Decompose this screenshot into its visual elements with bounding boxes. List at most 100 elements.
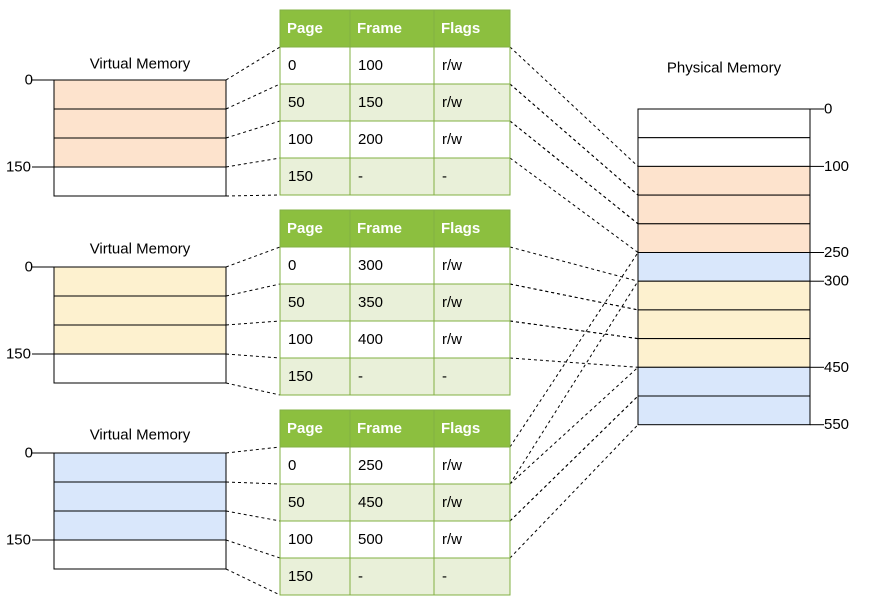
table-cell: 400 bbox=[358, 331, 383, 348]
table-cell: r/w bbox=[442, 131, 462, 148]
table-cell: 50 bbox=[288, 294, 305, 311]
table-header-flags: Flags bbox=[441, 220, 480, 237]
table-cell: 200 bbox=[358, 131, 383, 148]
table-row bbox=[279, 520, 511, 559]
physical-frame bbox=[637, 280, 811, 311]
connector-line bbox=[509, 46, 639, 167]
virtual-tick-label: 0 bbox=[25, 72, 33, 89]
connector-line bbox=[509, 120, 639, 225]
table-row bbox=[279, 446, 511, 485]
connector-line bbox=[509, 424, 639, 559]
table-row bbox=[279, 46, 511, 85]
virtual-page bbox=[53, 295, 227, 326]
connector-line bbox=[225, 283, 281, 297]
table-cell: 250 bbox=[358, 457, 383, 474]
connector-line bbox=[225, 353, 281, 359]
physical-frame bbox=[637, 194, 811, 225]
table-row bbox=[279, 320, 511, 359]
table-cell: 150 bbox=[358, 94, 383, 111]
table-header bbox=[279, 9, 511, 48]
table-cell: - bbox=[442, 168, 447, 185]
connector-line bbox=[509, 280, 639, 485]
table-cell: 50 bbox=[288, 494, 305, 511]
table-row bbox=[279, 246, 511, 285]
connector-line bbox=[225, 382, 281, 396]
table-header-flags: Flags bbox=[441, 20, 480, 37]
table-cell: 50 bbox=[288, 94, 305, 111]
connector-line bbox=[225, 194, 281, 197]
table-cell: 450 bbox=[358, 494, 383, 511]
table-cell: 350 bbox=[358, 294, 383, 311]
virtual-page bbox=[53, 324, 227, 355]
virtual-memory-title: Virtual Memory bbox=[90, 427, 191, 444]
virtual-tick-label: 150 bbox=[6, 346, 31, 363]
connector-line bbox=[509, 252, 639, 448]
table-cell: 0 bbox=[288, 457, 296, 474]
table-header bbox=[279, 209, 511, 248]
virtual-page bbox=[53, 510, 227, 541]
table-row bbox=[279, 357, 511, 396]
table-row bbox=[279, 557, 511, 596]
connector-line bbox=[509, 157, 639, 253]
virtual-page bbox=[53, 539, 227, 570]
table-cell: r/w bbox=[442, 94, 462, 111]
table-cell: r/w bbox=[442, 494, 462, 511]
table-header-page: Page bbox=[287, 220, 323, 237]
table-cell: 0 bbox=[288, 57, 296, 74]
table-cell: - bbox=[358, 568, 363, 585]
table-header bbox=[279, 409, 511, 448]
table-cell: - bbox=[358, 368, 363, 385]
table-cell: r/w bbox=[442, 457, 462, 474]
physical-memory-title: Physical Memory bbox=[667, 60, 782, 77]
virtual-page bbox=[53, 137, 227, 168]
connector-line bbox=[225, 120, 281, 139]
table-cell: 300 bbox=[358, 257, 383, 274]
physical-tick-label: 100 bbox=[824, 158, 849, 175]
physical-tick-label: 300 bbox=[824, 273, 849, 290]
table-cell: r/w bbox=[442, 331, 462, 348]
connector-line bbox=[225, 46, 281, 81]
physical-frame bbox=[637, 137, 811, 167]
physical-frame bbox=[637, 165, 811, 196]
connector-line bbox=[225, 157, 281, 168]
table-cell: 150 bbox=[288, 568, 313, 585]
physical-tick-label: 250 bbox=[824, 244, 849, 261]
connector-line bbox=[509, 283, 639, 311]
table-header-page: Page bbox=[287, 420, 323, 437]
table-cell: 500 bbox=[358, 531, 383, 548]
table-cell: r/w bbox=[442, 257, 462, 274]
connector-line bbox=[509, 246, 639, 282]
table-header-flags: Flags bbox=[441, 420, 480, 437]
table-row bbox=[279, 157, 511, 196]
table-cell: r/w bbox=[442, 294, 462, 311]
connector-line bbox=[509, 395, 639, 522]
table-cell: r/w bbox=[442, 531, 462, 548]
connector-line bbox=[225, 568, 281, 596]
virtual-page bbox=[53, 353, 227, 384]
connector-line bbox=[225, 83, 281, 110]
connector-line bbox=[509, 83, 639, 196]
table-header-page: Page bbox=[287, 20, 323, 37]
connector-line bbox=[225, 320, 281, 326]
table-cell: 0 bbox=[288, 257, 296, 274]
virtual-page bbox=[53, 108, 227, 139]
connector-line bbox=[225, 246, 281, 268]
virtual-tick-label: 0 bbox=[25, 445, 33, 462]
table-header-frame: Frame bbox=[357, 220, 402, 237]
table-header-frame: Frame bbox=[357, 20, 402, 37]
table-cell: 100 bbox=[288, 331, 313, 348]
physical-frame bbox=[637, 252, 811, 282]
virtual-memory-title: Virtual Memory bbox=[90, 56, 191, 73]
connector-line bbox=[225, 539, 281, 559]
table-row bbox=[279, 120, 511, 159]
physical-frame bbox=[637, 309, 811, 340]
virtual-page bbox=[53, 452, 227, 483]
physical-tick-label: 0 bbox=[824, 101, 832, 118]
